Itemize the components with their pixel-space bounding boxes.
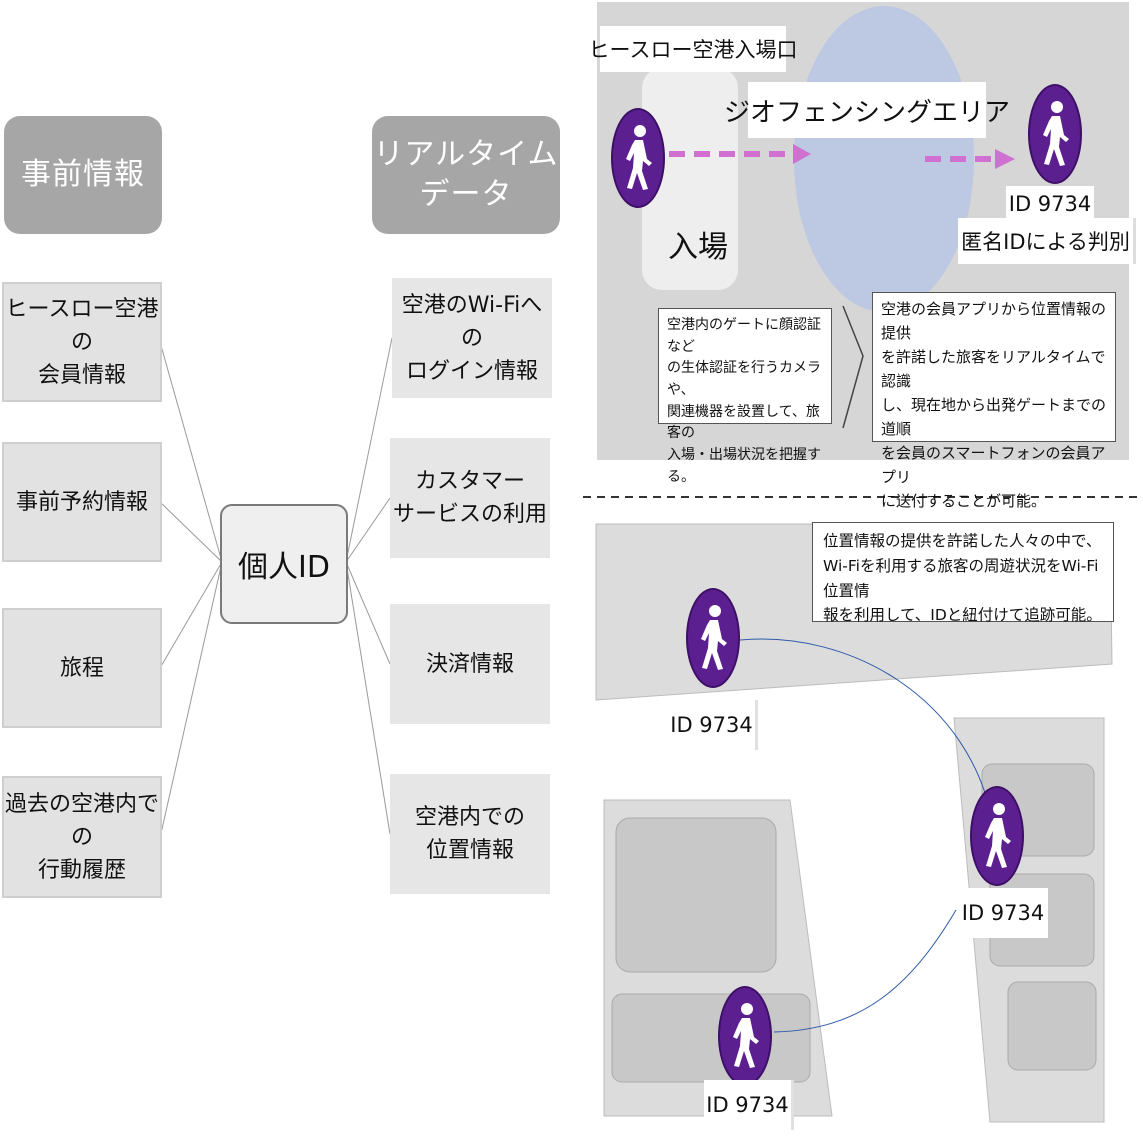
item-reservation-info: 事前予約情報 [2, 442, 162, 562]
id-label-wifi-2: ID 9734 [958, 888, 1048, 938]
walking-person-icon [686, 588, 740, 688]
anon-id-label: 匿名IDによる判別 [958, 218, 1136, 264]
geofence-arrows [669, 144, 1015, 429]
wifi-note: 位置情報の提供を許諾した人々の中で、 Wi-Fiを利用する旅客の周遊状況をWi-… [812, 522, 1114, 624]
item-payment-info: 決済情報 [390, 604, 550, 724]
id-label-top: ID 9734 [1006, 186, 1094, 222]
header-prior-info: 事前情報 [4, 116, 162, 234]
id-label-wifi-1: ID 9734 [668, 700, 758, 750]
walking-person-icon [970, 786, 1024, 886]
geofence-label: ジオフェンシングエリア [724, 82, 1010, 138]
app-note: 空港の会員アプリから位置情報の提供 を許諾した旅客をリアルタイムで認識 し、現在… [872, 292, 1116, 510]
walking-person-icon [718, 986, 772, 1086]
item-itinerary: 旅程 [2, 608, 162, 728]
geofence-area [794, 6, 974, 312]
header-realtime-data: リアルタイム データ [372, 116, 560, 234]
entry-label: 入場 [668, 230, 728, 265]
item-customer-service: カスタマー サービスの利用 [390, 438, 550, 558]
id-label-wifi-3: ID 9734 [704, 1080, 794, 1130]
item-behavior-history: 過去の空港内での 行動履歴 [2, 776, 162, 898]
entrance-label: ヒースロー空港入場口 [589, 26, 797, 72]
biometric-note: 空港内のゲートに顔認証など の生体認証を行うカメラや、 関連機器を設置して、旅客… [658, 308, 832, 485]
item-membership-info: ヒースロー空港の 会員情報 [2, 282, 162, 402]
item-wifi-login: 空港のWi-Fiへの ログイン情報 [392, 278, 552, 398]
walking-person-icon [611, 108, 665, 208]
walking-person-icon [1028, 84, 1082, 184]
personal-id-node: 個人ID [220, 504, 348, 624]
item-location-info: 空港内での 位置情報 [390, 774, 550, 894]
